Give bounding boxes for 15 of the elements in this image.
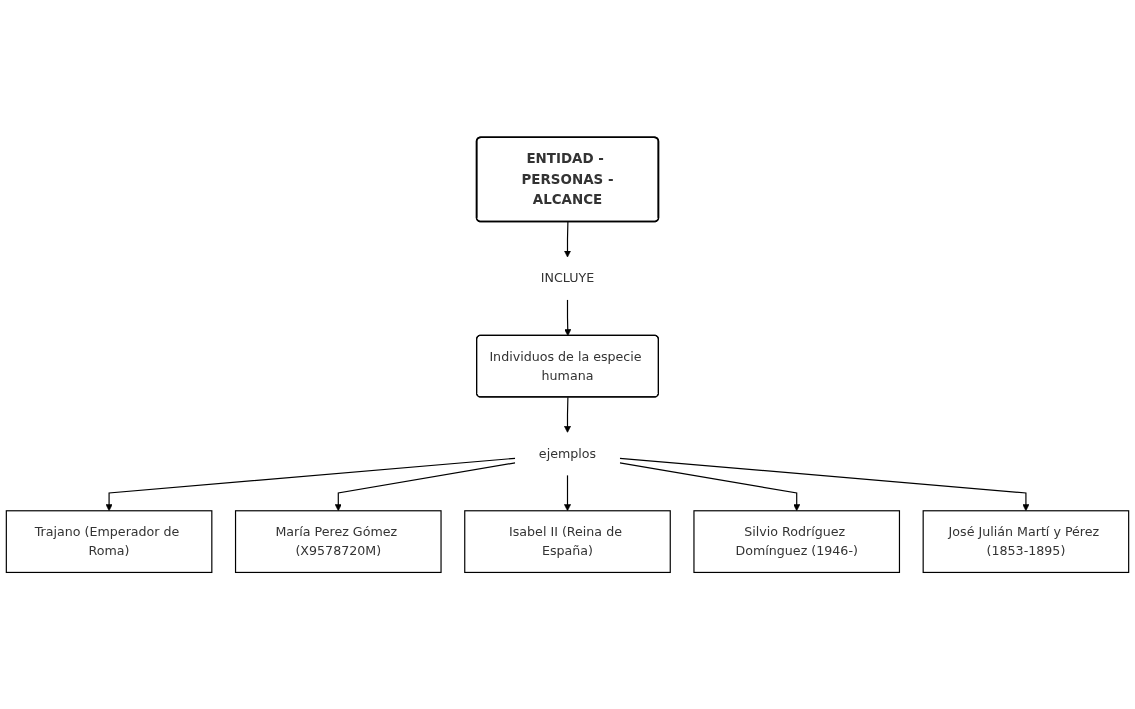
arrow: [105, 457, 516, 511]
arrow: [564, 220, 571, 257]
arrow: [619, 457, 1030, 511]
node-box: Isabel II (Reina de España): [464, 509, 671, 573]
node-box: Trajano (Emperador de Roma): [5, 509, 213, 573]
arrow: [619, 461, 801, 511]
arrow: [334, 461, 516, 511]
node-box: José Julián Martí y Pérez (1853-1895): [922, 509, 1130, 573]
node-text: ejemplos: [538, 445, 597, 461]
node-text: INCLUYE: [540, 270, 595, 286]
node-box: Silvio Rodríguez Domínguez (1946-): [693, 509, 901, 573]
node-box: María Perez Gómez (X9578720M): [234, 509, 442, 573]
arrow: [564, 474, 571, 511]
arrow: [564, 396, 571, 433]
arrow: [564, 298, 572, 336]
